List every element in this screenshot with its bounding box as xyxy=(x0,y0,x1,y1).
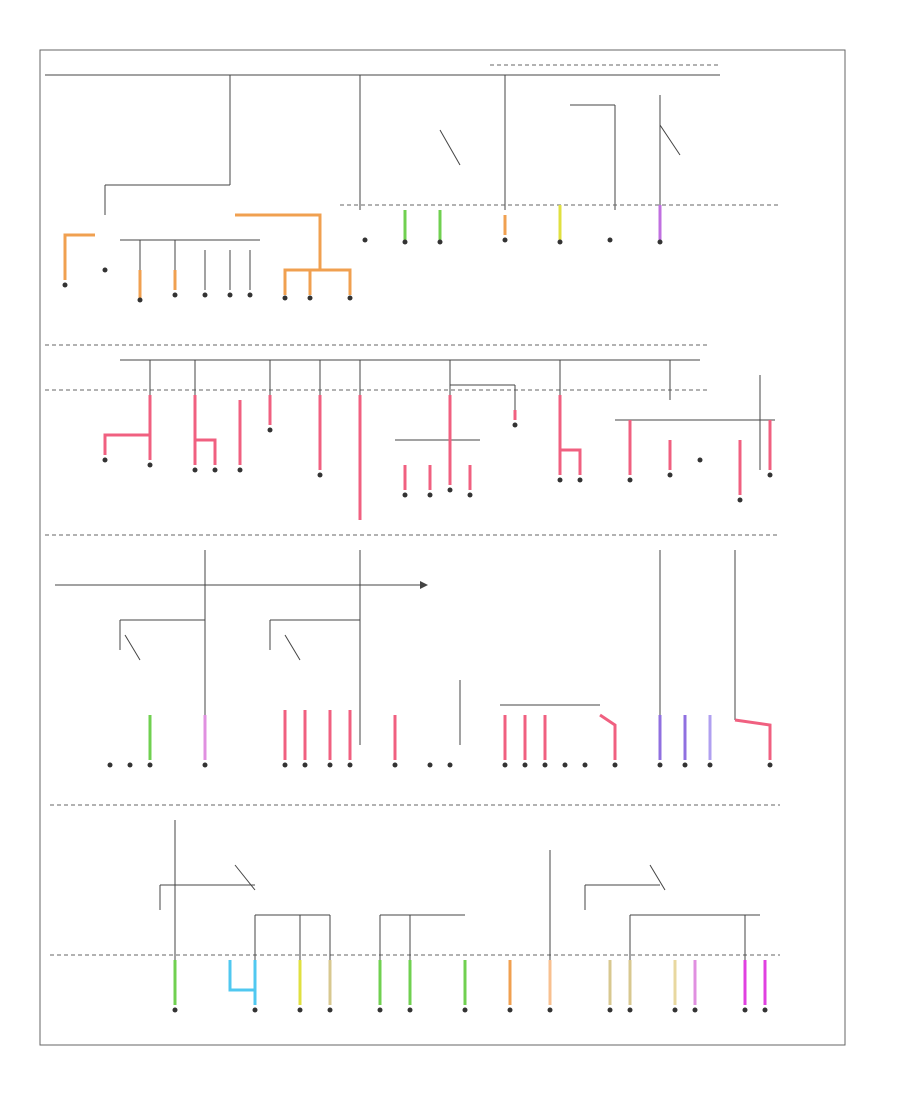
connector-terminal xyxy=(317,472,323,478)
connector-terminal xyxy=(667,472,673,478)
connector-terminal xyxy=(467,492,473,498)
wire-pink xyxy=(560,448,582,475)
connector-terminal xyxy=(237,467,243,473)
connector-terminal xyxy=(502,237,508,243)
section-relay-block xyxy=(45,534,780,768)
connector-terminal xyxy=(607,237,613,243)
connector-terminal xyxy=(557,477,563,483)
connector-terminal xyxy=(577,477,583,483)
connector-terminal xyxy=(612,762,618,768)
diagram-border xyxy=(39,49,846,1046)
wire-orange xyxy=(283,268,320,295)
connector-terminal xyxy=(212,467,218,473)
connector-terminal xyxy=(657,239,663,245)
connector-terminal xyxy=(297,1007,303,1013)
connector-terminal xyxy=(707,762,713,768)
connector-terminal xyxy=(627,477,633,483)
connector-terminal xyxy=(107,762,113,768)
connector-terminal xyxy=(657,762,663,768)
connector-terminal xyxy=(462,1007,468,1013)
connector-terminal xyxy=(247,292,253,298)
connector-terminal xyxy=(347,762,353,768)
connector-terminal xyxy=(347,295,353,301)
connector-terminal xyxy=(302,762,308,768)
connector-terminal xyxy=(392,762,398,768)
connector-terminal xyxy=(147,762,153,768)
connector-terminal xyxy=(102,267,108,273)
connector-terminal xyxy=(172,1007,178,1013)
connector-terminal xyxy=(542,762,548,768)
connector-terminal xyxy=(202,762,208,768)
connector-terminal xyxy=(672,1007,678,1013)
connector-terminal xyxy=(507,1007,513,1013)
connector-terminal xyxy=(762,1007,768,1013)
connector-terminal xyxy=(767,472,773,478)
connector-terminal xyxy=(362,237,368,243)
connector-terminal xyxy=(767,762,773,768)
connector-terminal xyxy=(127,762,133,768)
connector-terminal xyxy=(427,492,433,498)
connector-terminal xyxy=(547,1007,553,1013)
wire-orange xyxy=(235,213,352,295)
wire-light-blue xyxy=(228,960,255,992)
connector-terminal xyxy=(737,497,743,503)
connector-terminal xyxy=(447,487,453,493)
connector-terminal xyxy=(252,1007,258,1013)
wire-pink xyxy=(103,433,150,455)
connector-terminal xyxy=(627,1007,633,1013)
connector-terminal xyxy=(742,1007,748,1013)
connector-terminal xyxy=(267,427,273,433)
connector-terminal xyxy=(562,762,568,768)
connector-terminal xyxy=(697,457,703,463)
connector-terminal xyxy=(282,295,288,301)
connector-terminal xyxy=(327,1007,333,1013)
connector-terminal xyxy=(137,297,143,303)
connector-terminal xyxy=(502,762,508,768)
connector-terminal xyxy=(282,762,288,768)
connector-terminal xyxy=(147,462,153,468)
section-second-fuse-block xyxy=(45,344,775,520)
wire-pink xyxy=(734,718,772,760)
connector-terminal xyxy=(402,239,408,245)
connector-terminal xyxy=(682,762,688,768)
section-bottom-fuse-block xyxy=(50,804,780,1013)
connector-terminal xyxy=(192,467,198,473)
section-top-fuse-block xyxy=(45,64,780,303)
connector-terminal xyxy=(402,492,408,498)
connector-terminal xyxy=(172,292,178,298)
connector-terminal xyxy=(202,292,208,298)
connector-terminal xyxy=(427,762,433,768)
connector-terminal xyxy=(437,239,443,245)
connector-terminal xyxy=(447,762,453,768)
connector-terminal xyxy=(62,282,68,288)
connector-terminal xyxy=(512,422,518,428)
connector-terminal xyxy=(377,1007,383,1013)
wire-pink xyxy=(599,713,617,760)
connector-terminal xyxy=(102,457,108,463)
connector-terminal xyxy=(522,762,528,768)
connector-terminal xyxy=(582,762,588,768)
connector-terminal xyxy=(307,295,313,301)
connector-terminal xyxy=(407,1007,413,1013)
connector-terminal xyxy=(607,1007,613,1013)
connector-terminal xyxy=(227,292,233,298)
wire-pink xyxy=(195,438,217,465)
connector-terminal xyxy=(692,1007,698,1013)
connector-terminal xyxy=(327,762,333,768)
wire-orange xyxy=(63,233,95,280)
connector-terminal xyxy=(557,239,563,245)
